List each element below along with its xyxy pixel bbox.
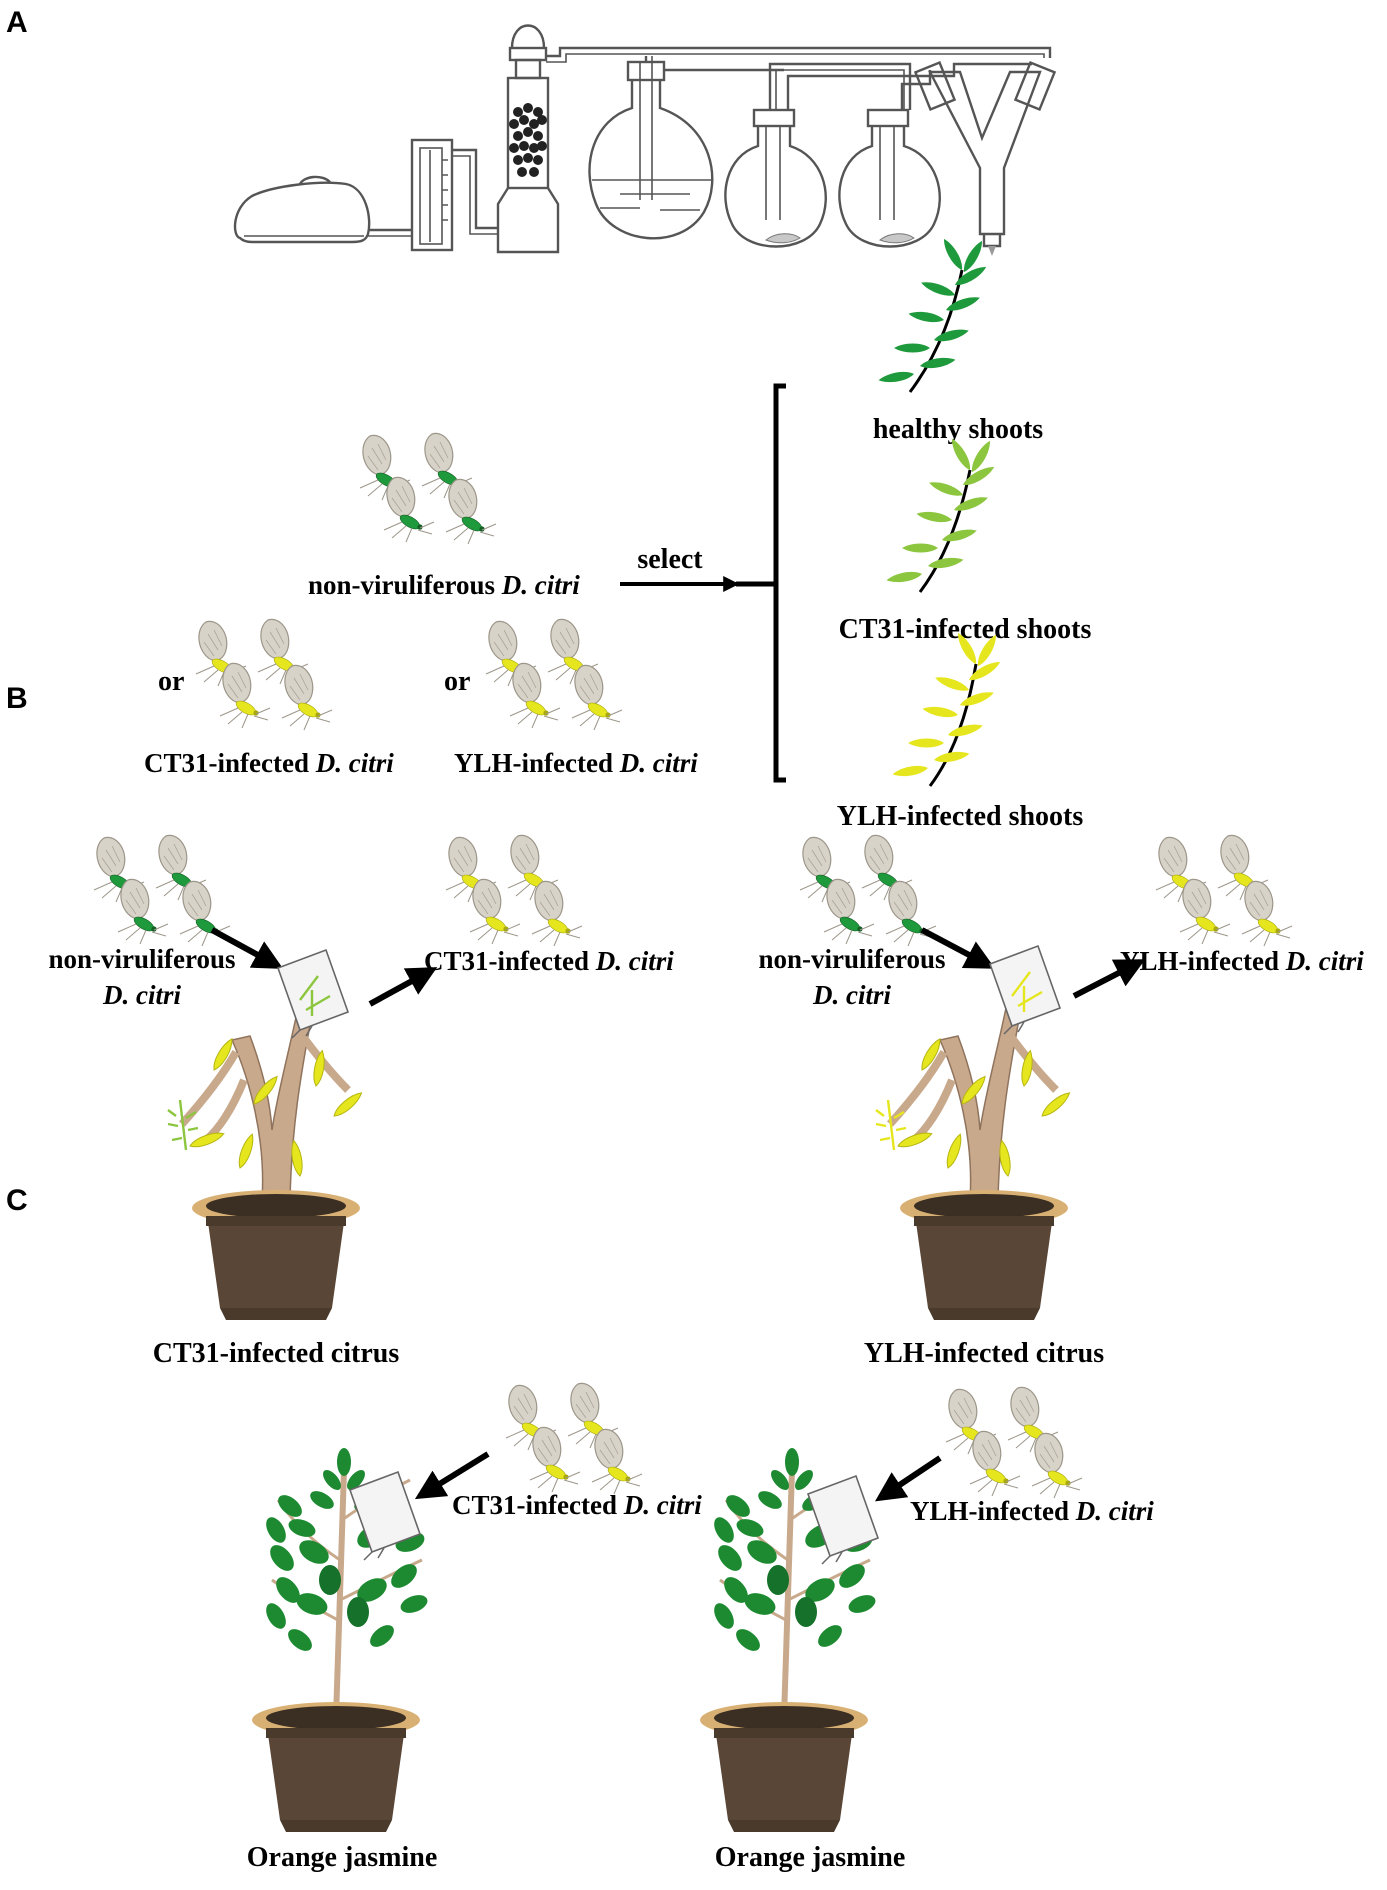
- dcitri-label-b2: D. citri: [812, 980, 891, 1010]
- ct31-dcitri-label-a: CT31-infected D. citri: [144, 748, 394, 778]
- choice-bracket: [773, 383, 786, 783]
- nonviruliferous-label-b2: non-viruliferous: [758, 944, 945, 974]
- jasmine-label-1: Orange jasmine: [247, 1842, 438, 1873]
- flask-icon: [838, 108, 941, 248]
- ylh-dcitri-label-b: YLH-infected D. citri: [1120, 946, 1364, 976]
- ct31-dcitri-label-b: CT31-infected D. citri: [424, 946, 674, 976]
- select-label: select: [637, 544, 703, 575]
- nonviruliferous-label-a: non-viruliferous D. citri: [308, 570, 580, 600]
- nonviruliferous-psyllids-icon: [94, 835, 230, 946]
- y-tube-icon: [913, 61, 1057, 256]
- nonviruliferous-psyllids-icon: [800, 835, 936, 946]
- ct31-shoot-icon: [885, 436, 997, 593]
- charcoal-filter-icon: [496, 24, 560, 254]
- panel-letter-b: B: [6, 682, 28, 715]
- ylh-psyllids-icon: [946, 1387, 1082, 1498]
- flower-pot-icon: [700, 1702, 868, 1832]
- citrus-tree-icon: [875, 997, 1073, 1201]
- ct31-dcitri-label-c: CT31-infected D. citri: [452, 1490, 702, 1520]
- ct31-psyllids-icon: [196, 619, 332, 730]
- ylh-dcitri-label-a: YLH-infected D. citri: [454, 748, 698, 778]
- flask-icon: [724, 108, 827, 248]
- air-pump-icon: [233, 175, 371, 244]
- arrow-to-cage-b2: [920, 927, 996, 969]
- ylh-citrus-label: YLH-infected citrus: [864, 1338, 1104, 1369]
- flower-pot-icon: [252, 1702, 420, 1832]
- flask-icon: [588, 56, 714, 240]
- ylh-psyllids-icon: [486, 619, 622, 730]
- panel-letter-a: A: [6, 6, 28, 39]
- healthy-shoot-icon: [877, 236, 989, 393]
- ct31-citrus-label: CT31-infected citrus: [153, 1338, 400, 1369]
- healthy-shoots-label: healthy shoots: [873, 414, 1043, 445]
- or-label-1: or: [158, 666, 184, 697]
- ct31-psyllids-icon: [506, 1383, 642, 1494]
- dcitri-label-b1: D. citri: [102, 980, 181, 1010]
- arrow-to-cage-b1: [210, 927, 284, 969]
- cage-bag-icon: [807, 1475, 879, 1565]
- arrow-from-cage-b1: [368, 967, 438, 1007]
- ct31-psyllids-icon: [446, 835, 582, 946]
- jasmine-tree-icon: [266, 1448, 428, 1719]
- panel-letter-c: C: [6, 1184, 28, 1217]
- jasmine-label-2: Orange jasmine: [715, 1842, 906, 1873]
- arrow-to-jasmine-c1: [414, 1451, 490, 1500]
- flower-pot-icon: [900, 1190, 1068, 1320]
- arrow-from-cage-b2: [1072, 959, 1146, 999]
- ylh-shoots-label: YLH-infected shoots: [837, 801, 1084, 832]
- flow-meter-icon: [410, 138, 454, 252]
- ylh-psyllids-icon: [1156, 835, 1292, 946]
- olfactometer-apparatus: [233, 24, 1057, 256]
- ylh-dcitri-label-c: YLH-infected D. citri: [910, 1496, 1154, 1526]
- nonviruliferous-psyllids-icon: [360, 433, 496, 544]
- flower-pot-icon: [192, 1190, 360, 1320]
- ylh-shoot-icon: [891, 630, 1003, 787]
- or-label-2: or: [444, 666, 470, 697]
- arrow-to-jasmine-c2: [875, 1455, 942, 1502]
- nonviruliferous-label-b1: non-viruliferous: [48, 944, 235, 974]
- citrus-tree-icon: [167, 997, 365, 1201]
